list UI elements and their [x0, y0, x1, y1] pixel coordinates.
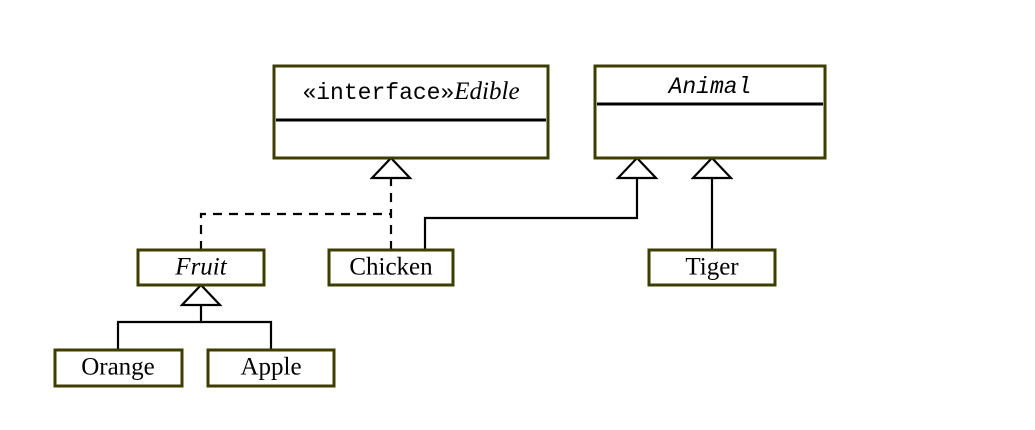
class-box-orange-rect — [53, 348, 184, 388]
class-box-fruit-rect — [136, 248, 266, 287]
edge-line-chicken-animal — [423, 176, 639, 250]
class-box-edible-name: Edible — [453, 78, 519, 105]
class-box-edible-rect — [272, 64, 550, 160]
edge-chicken-implements-edible — [369, 156, 413, 250]
class-box-edible-header: «interface»Edible — [302, 78, 519, 106]
class-box-animal-rect — [593, 64, 827, 160]
hollow-triangle-arrowhead-animal-left — [615, 156, 659, 180]
class-box-fruit-name: Fruit — [174, 254, 227, 281]
class-box-orange[interactable]: Orange — [53, 348, 184, 388]
class-box-apple-rect — [206, 348, 336, 388]
class-box-chicken[interactable]: Chicken — [327, 248, 455, 287]
class-box-fruit[interactable]: Fruit — [136, 248, 266, 287]
class-box-edible-stereotype: «interface» — [302, 80, 454, 106]
edge-line-fruit-edible — [199, 212, 391, 250]
class-box-chicken-name: Chicken — [349, 254, 433, 281]
class-box-animal[interactable]: Animal — [593, 64, 827, 160]
class-box-chicken-rect — [327, 248, 455, 287]
hollow-triangle-arrowhead-animal-right — [690, 156, 734, 180]
class-box-tiger-rect — [647, 248, 777, 287]
class-box-animal-name: Animal — [667, 74, 752, 100]
edge-line-orange-fruit — [116, 320, 201, 350]
edge-chicken-extends-animal — [423, 156, 659, 250]
class-box-tiger[interactable]: Tiger — [647, 248, 777, 287]
class-box-apple[interactable]: Apple — [206, 348, 336, 388]
class-box-tiger-name: Tiger — [685, 254, 739, 281]
edge-orange-apple-extends-fruit — [116, 283, 273, 350]
class-box-apple-name: Apple — [240, 354, 301, 381]
hollow-triangle-arrowhead-edible — [369, 156, 413, 180]
edge-fruit-implements-edible — [199, 212, 391, 250]
edge-line-apple-fruit — [201, 320, 273, 350]
edge-tiger-extends-animal — [690, 156, 734, 250]
hollow-triangle-arrowhead-fruit — [179, 283, 223, 307]
class-box-orange-name: Orange — [81, 354, 155, 381]
class-box-edible[interactable]: «interface»Edible — [272, 64, 550, 160]
